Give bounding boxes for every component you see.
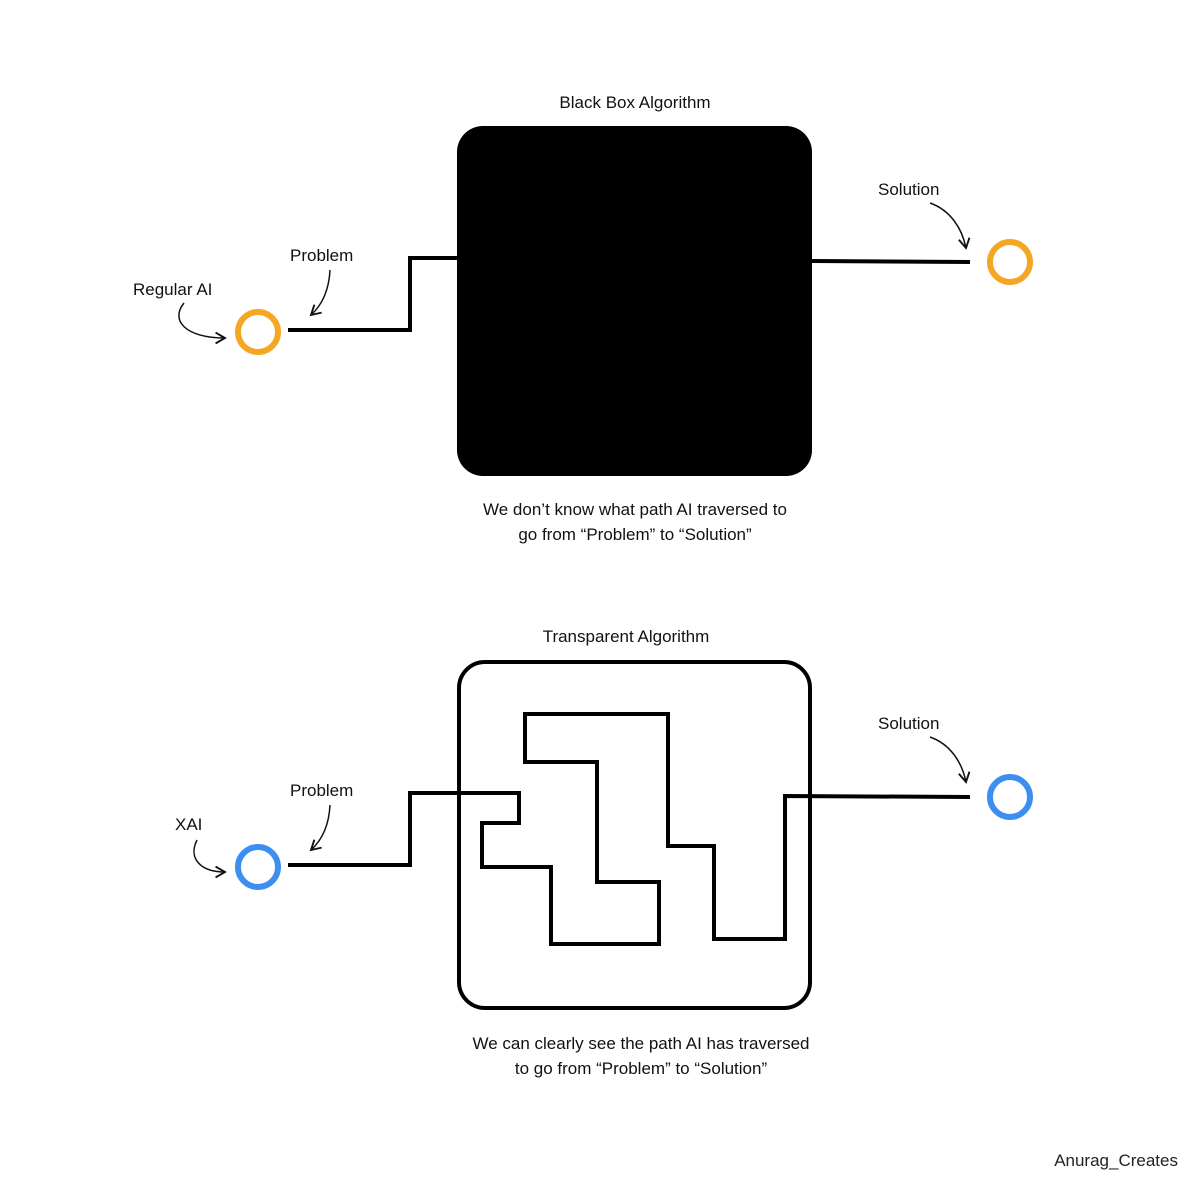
black-box-caption-line2: go from “Problem” to “Solution” — [518, 525, 752, 544]
regular-ai-node — [235, 309, 281, 355]
solution-arrow-bottom — [929, 736, 971, 784]
solution-node-top — [987, 239, 1033, 285]
output-line-top — [811, 259, 971, 264]
black-box — [457, 126, 812, 476]
xai-arrow — [193, 839, 227, 879]
transparent-section: Transparent Algorithm XAI Problem Soluti… — [175, 627, 1033, 1078]
regular-ai-arrow — [178, 302, 227, 345]
problem-label-top: Problem — [290, 246, 353, 265]
solution-label-bottom: Solution — [878, 714, 939, 733]
transparent-box-title: Transparent Algorithm — [543, 627, 710, 646]
black-box-section: Black Box Algorithm Regular AI Problem S… — [133, 93, 1033, 544]
input-line-top — [288, 256, 457, 332]
transparent-caption-line2: to go from “Problem” to “Solution” — [515, 1059, 768, 1078]
transparent-caption-line1: We can clearly see the path AI has trave… — [472, 1034, 809, 1053]
problem-arrow-top — [309, 269, 331, 317]
solution-label-top: Solution — [878, 180, 939, 199]
black-box-title: Black Box Algorithm — [559, 93, 710, 112]
black-box-caption-line1: We don’t know what path AI traversed to — [483, 500, 787, 519]
solution-node-bottom — [987, 774, 1033, 820]
problem-arrow-bottom — [309, 804, 331, 852]
problem-label-bottom: Problem — [290, 781, 353, 800]
regular-ai-label: Regular AI — [133, 280, 212, 299]
transparent-box — [457, 660, 812, 1010]
watermark: Anurag_Creates — [1054, 1151, 1178, 1170]
solution-arrow-top — [929, 202, 971, 250]
xai-node — [235, 844, 281, 890]
traversal-path — [288, 712, 971, 946]
xai-label: XAI — [175, 815, 202, 834]
